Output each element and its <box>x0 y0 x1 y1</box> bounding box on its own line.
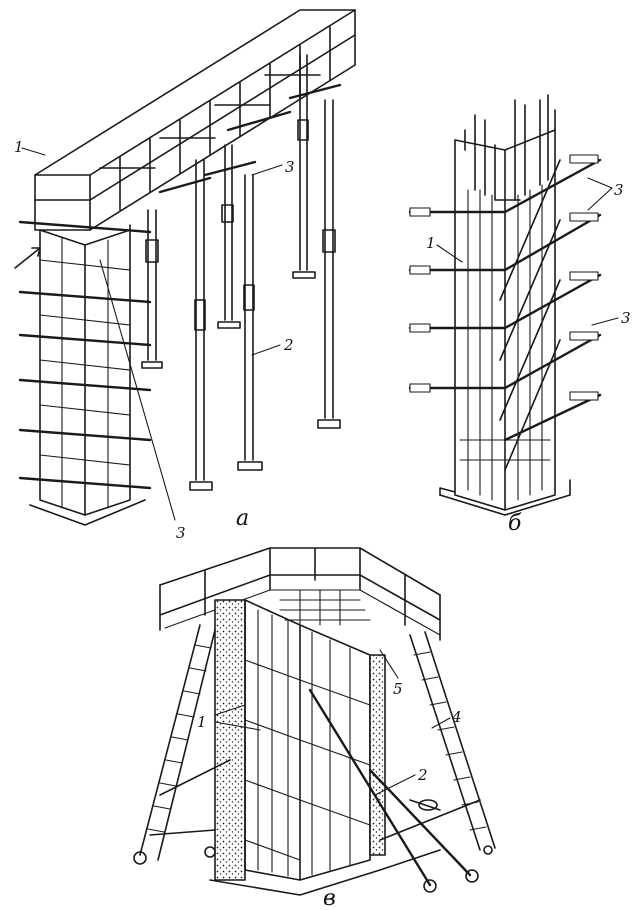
label-b-3-bottom: 3 <box>621 309 631 327</box>
leader-b-3-top <box>587 177 613 211</box>
label-a-1: 1 <box>14 138 24 156</box>
leader-v-5 <box>379 649 399 679</box>
column-panels <box>439 94 571 516</box>
top-railing <box>159 547 441 641</box>
label-v-4: 4 <box>451 708 462 726</box>
braces-right <box>499 159 561 471</box>
base-frame <box>209 849 441 896</box>
label-a-3-bottom: 3 <box>176 524 186 542</box>
ladder-right <box>409 631 496 851</box>
clamp-plates <box>409 154 599 401</box>
figure-a-beam-column-formwork: 1 2 3 3 а <box>14 9 356 542</box>
formwork-panels <box>214 599 386 881</box>
ladder-left <box>139 624 216 861</box>
diagonal-struts <box>308 688 472 887</box>
figure-b-column-formwork: 1 3 3 б <box>408 94 631 536</box>
wheels <box>133 845 493 893</box>
tie-rods <box>149 759 481 841</box>
label-a-3-top: 3 <box>285 158 295 176</box>
beam-box <box>34 9 356 231</box>
props <box>141 54 342 491</box>
caption-v: в <box>323 886 336 910</box>
column-box <box>18 220 152 526</box>
leader-v-2 <box>374 774 416 796</box>
leader-3b <box>251 164 283 176</box>
label-v-1: 1 <box>197 713 207 731</box>
figure-v-shaft-formwork: 1 2 4 5 в <box>133 547 496 910</box>
leader-b-3-bottom <box>591 317 619 326</box>
arrow-indicator <box>14 247 41 269</box>
yokes-left <box>408 210 507 390</box>
caption-b: б <box>508 511 522 536</box>
leader-2 <box>251 344 281 356</box>
label-v-2: 2 <box>417 766 428 784</box>
leader-1 <box>21 147 46 156</box>
leader-v-1 <box>214 704 261 731</box>
leader-v-4 <box>431 717 451 729</box>
leader-b-1 <box>436 244 463 263</box>
label-b-1: 1 <box>426 234 436 252</box>
caption-a: а <box>236 506 249 531</box>
leader-3a <box>99 259 176 521</box>
label-a-2: 2 <box>283 336 294 354</box>
label-b-3-top: 3 <box>614 181 624 199</box>
label-v-5: 5 <box>393 680 403 698</box>
